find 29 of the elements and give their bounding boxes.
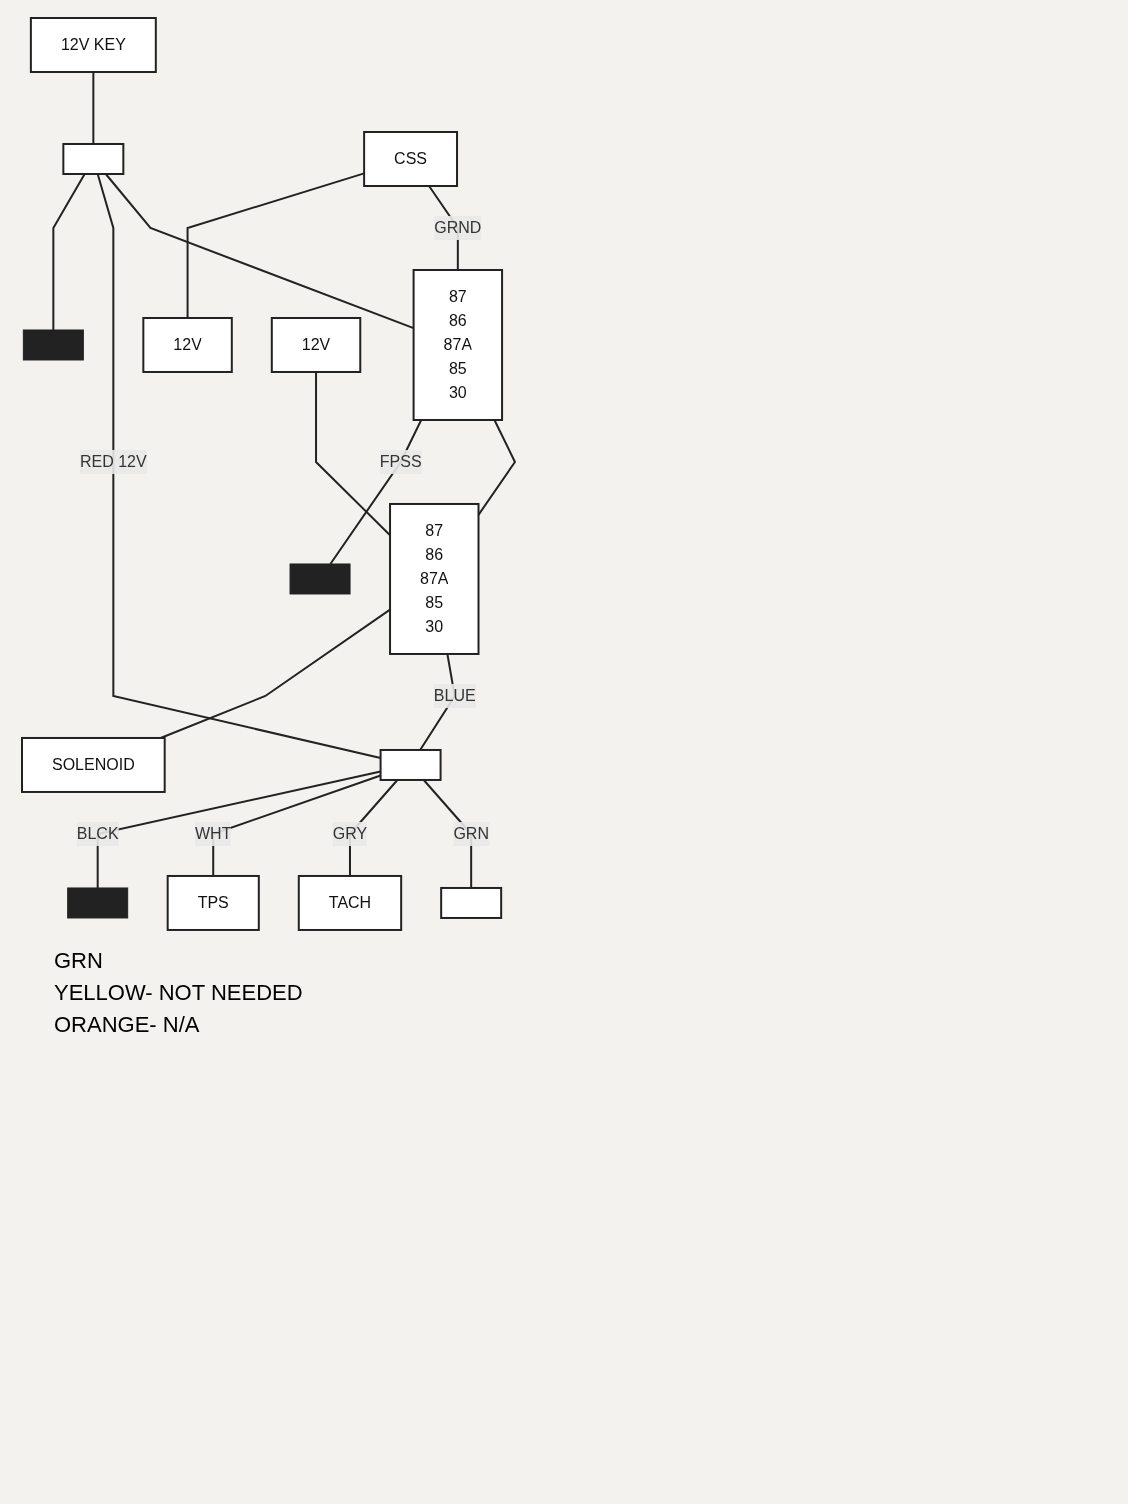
node-box: SOLENOID (21, 737, 166, 793)
node-box: 12V KEY (29, 17, 157, 73)
edge-label: BLCK (76, 824, 119, 842)
edge-label: FPSS (379, 452, 422, 470)
connector (329, 419, 423, 565)
edge-label: RED 12V (79, 452, 147, 470)
node-bar (67, 887, 129, 919)
node-box: 12V (142, 317, 233, 373)
node-box (62, 143, 125, 175)
edge-label: GRY (332, 824, 368, 842)
note-text: ORANGE- N/A (54, 1011, 201, 1038)
node-box: TPS (166, 874, 260, 931)
node-bar (289, 563, 351, 595)
edge-label: GRND (434, 218, 482, 236)
node-box (440, 886, 503, 919)
node-bar (22, 329, 84, 361)
edge-label: WHT (195, 824, 232, 842)
edge-label: GRN (453, 824, 489, 842)
connector (92, 71, 95, 145)
node-box: 87 86 87A 85 30 (412, 269, 504, 421)
node-box: 87 86 87A 85 30 (389, 503, 480, 655)
node-box: 12V (270, 317, 362, 373)
node-box: CSS (363, 131, 459, 187)
edge-label: BLUE (433, 686, 476, 704)
note-text: GRN (54, 947, 104, 974)
node-box: TACH (297, 874, 403, 931)
node-box (379, 749, 442, 781)
connector (52, 173, 86, 331)
note-text: YELLOW- NOT NEEDED (54, 979, 304, 1006)
